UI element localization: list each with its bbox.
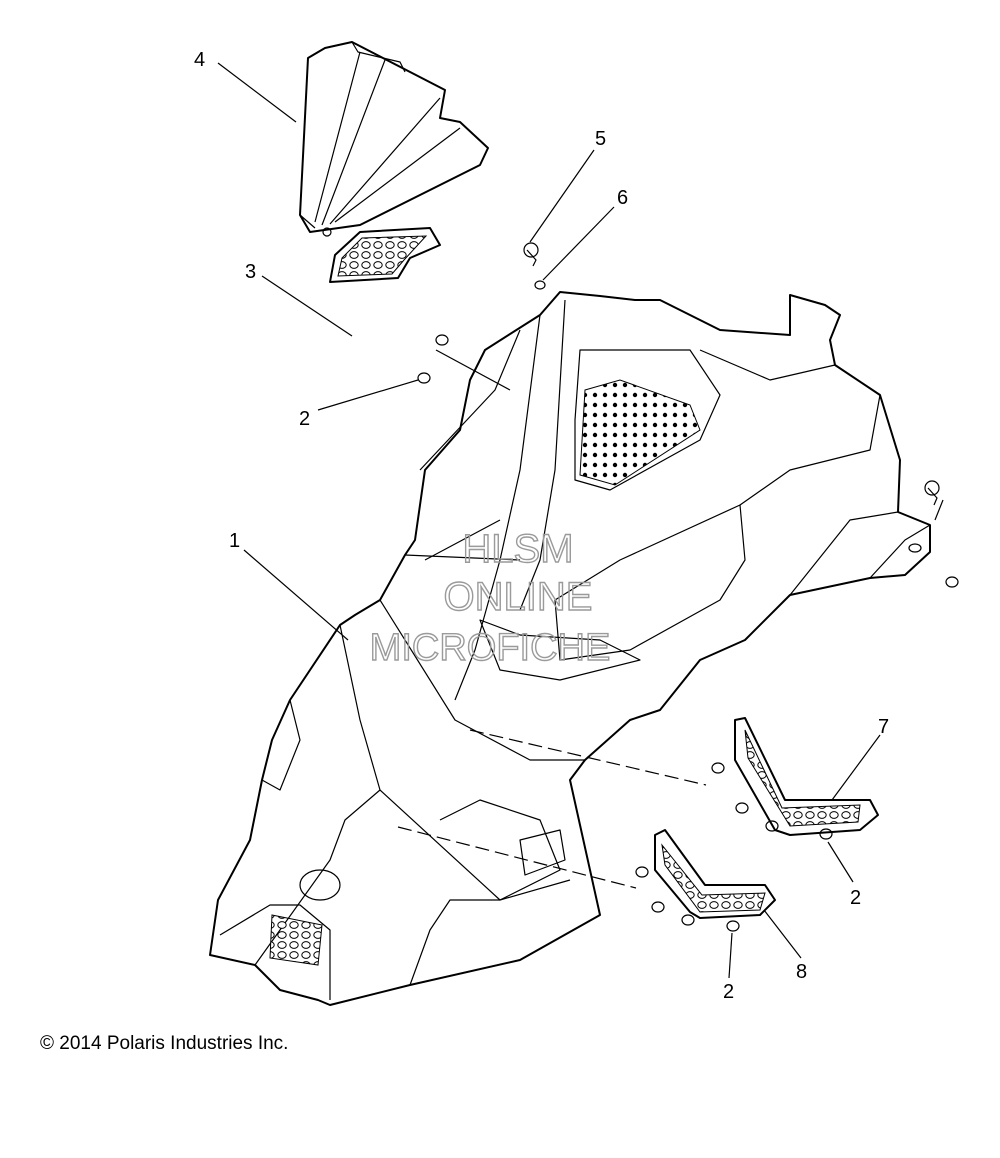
callout-1: 1 <box>229 530 240 552</box>
windshield-part-4 <box>299 41 489 237</box>
watermark-line-3: MICROFICHE <box>370 627 611 669</box>
fastener-right <box>924 480 940 506</box>
leader-lines <box>217 62 944 979</box>
vent-grille-part-3 <box>329 227 441 283</box>
callout-6: 6 <box>617 187 628 209</box>
watermark-line-2: ONLINE <box>444 575 593 619</box>
callout-7: 7 <box>878 716 889 738</box>
fastener-part-5 <box>523 242 539 267</box>
hood-part-1 <box>209 291 931 1006</box>
callout-3: 3 <box>245 261 256 283</box>
callout-2-left: 2 <box>299 408 310 430</box>
callout-5: 5 <box>595 128 606 150</box>
side-vent-part-8 <box>654 829 776 919</box>
side-vent-part-7 <box>734 717 879 836</box>
callout-2-right: 2 <box>850 887 861 909</box>
washers-part-2 <box>417 334 959 932</box>
callout-8: 8 <box>796 961 807 983</box>
washer-part-6 <box>534 280 546 290</box>
watermark-line-1: HLSM <box>462 527 573 571</box>
copyright-notice: © 2014 Polaris Industries Inc. <box>40 1033 289 1054</box>
callout-2-bottom: 2 <box>723 981 734 1003</box>
callout-4: 4 <box>194 49 205 71</box>
